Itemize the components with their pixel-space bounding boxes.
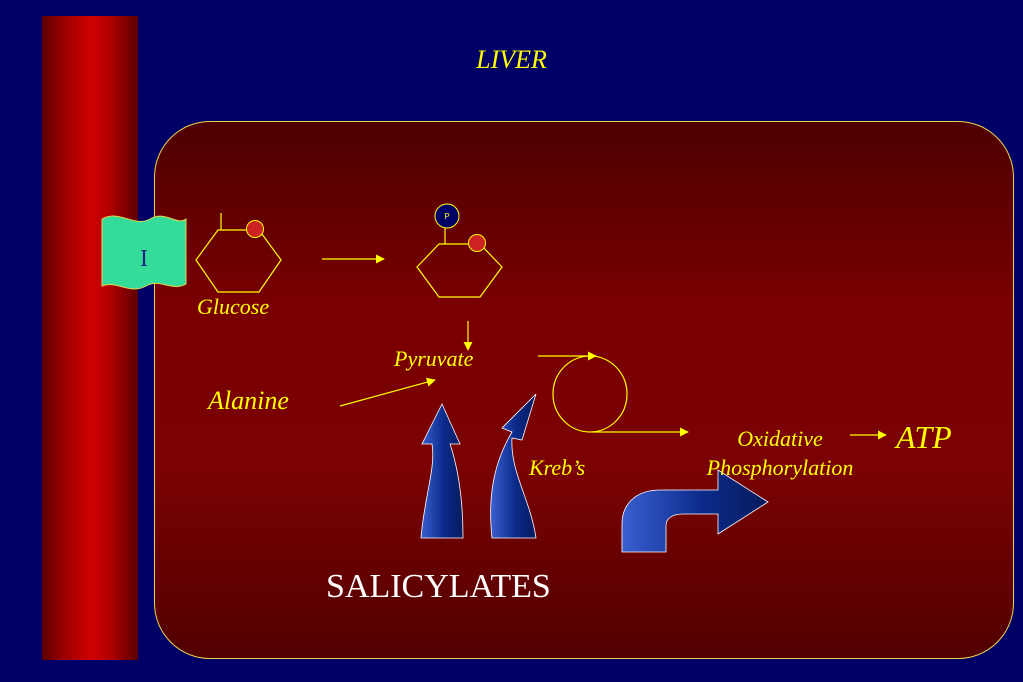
glucose-label: Glucose (197, 294, 270, 319)
alanine-label: Alanine (208, 386, 289, 415)
alanine-arrow (339, 377, 436, 407)
oxidative-phosphorylation-label: Oxidative Phosphorylation (672, 424, 888, 482)
glucose-ring (195, 213, 282, 293)
oxidative-line-2: Phosphorylation (706, 455, 854, 480)
glucose-6-phosphate-ring: P (416, 203, 503, 298)
salicylates-label: SALICYLATES (326, 568, 551, 605)
atp-label: ATP (896, 419, 952, 455)
salicylate-right-curved-arrow (490, 393, 537, 539)
oxidative-line-1: Oxidative (737, 426, 823, 451)
blood-vessel (42, 16, 138, 660)
diagram-title: LIVER (476, 45, 547, 74)
krebs-cycle-circle (552, 355, 628, 433)
transporter-label: I (140, 246, 148, 272)
salicylate-bent-arrow (621, 469, 769, 553)
transporter-protein: I (101, 215, 187, 290)
liver-cell (154, 121, 1014, 659)
salicylate-left-curved-arrow (420, 403, 464, 539)
pyruvate-label: Pyruvate (394, 346, 474, 371)
phosphate-group (434, 203, 460, 229)
phosphate-label: P (444, 212, 449, 221)
krebs-label: Kreb’s (529, 455, 586, 480)
